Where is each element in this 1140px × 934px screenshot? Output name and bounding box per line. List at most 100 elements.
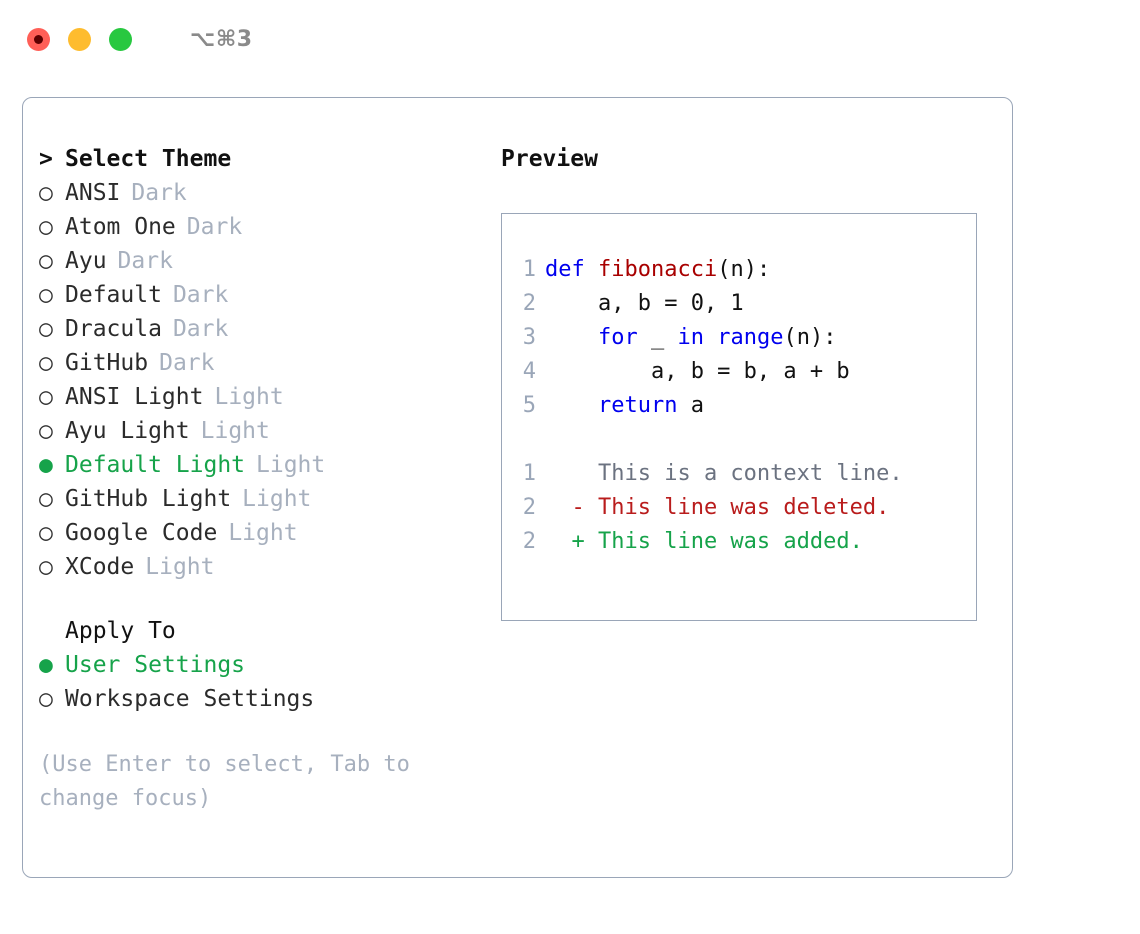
diff-line-text: This is a context line.: [545, 457, 903, 491]
radio-unselected-icon[interactable]: ○: [39, 180, 53, 206]
theme-category-badge: Dark: [131, 180, 187, 206]
preview-box: 1 def fibonacci(n): 2 a, b = 0, 1 3 for _ i…: [501, 213, 977, 621]
diff-line-number: 2: [522, 529, 536, 554]
diff-marker-add: +: [545, 529, 598, 554]
radio-selected-icon[interactable]: ●: [39, 652, 53, 678]
maximize-button[interactable]: [109, 27, 132, 51]
code-line-number: 3: [522, 325, 536, 350]
code-line-number: 5: [522, 393, 536, 418]
theme-category-badge: Light: [145, 554, 215, 580]
code-line-text: a, b = b, a + b: [545, 355, 850, 389]
code-line-text: def fibonacci(n):: [545, 253, 770, 287]
radio-selected-icon[interactable]: ●: [39, 452, 53, 478]
minimize-button[interactable]: [68, 27, 91, 51]
diff-line: 2 - This line was deleted.: [502, 491, 976, 525]
code-line: 4 a, b = b, a + b: [502, 355, 976, 389]
apply-to-list: ● User Settings ○ Workspace Settings: [39, 648, 501, 716]
diff-content: This line was added.: [597, 529, 863, 554]
theme-list-header: > Select Theme: [39, 142, 501, 176]
diff-content: This line was deleted.: [597, 495, 890, 520]
radio-unselected-icon[interactable]: ○: [39, 248, 53, 274]
code-token-plain: [545, 393, 598, 418]
theme-category-badge: Dark: [159, 350, 215, 376]
diff-line-number: 1: [522, 461, 536, 486]
code-token-plain: (n):: [717, 257, 771, 282]
diff-marker-ctx: [545, 461, 598, 486]
radio-unselected-icon[interactable]: ○: [39, 686, 53, 712]
theme-list-item[interactable]: ○ Dracula Dark: [39, 312, 501, 346]
radio-unselected-icon[interactable]: ○: [39, 520, 53, 546]
theme-category-badge: Dark: [172, 316, 229, 342]
code-line-number: 1: [522, 257, 536, 282]
theme-list-item[interactable]: ○ Ayu Light Light: [39, 414, 501, 448]
theme-list-item[interactable]: ○ Default Dark: [39, 278, 501, 312]
theme-list-item[interactable]: ○ GitHub Dark: [39, 346, 501, 380]
theme-category-badge: Light: [256, 452, 326, 478]
diff-line-number: 2: [522, 495, 536, 520]
theme-name: Ayu Light: [65, 418, 190, 444]
apply-to-label: Workspace Settings: [65, 686, 315, 712]
apply-to-item[interactable]: ● User Settings: [39, 648, 501, 682]
theme-name: ANSI Light: [65, 384, 204, 410]
radio-unselected-icon[interactable]: ○: [39, 282, 53, 308]
code-token-plain: (n):: [783, 325, 837, 350]
apply-to-label: User Settings: [65, 652, 246, 678]
radio-unselected-icon[interactable]: ○: [39, 486, 53, 512]
theme-category-badge: Dark: [186, 214, 243, 240]
title-bar: ⌥⌘3: [0, 0, 1140, 78]
code-line-number: 4: [522, 359, 536, 384]
code-token-builtin: range: [717, 325, 784, 350]
theme-category-badge: Light: [242, 486, 312, 512]
close-button[interactable]: [27, 27, 50, 51]
theme-list-item[interactable]: ○ ANSI Light Light: [39, 380, 501, 414]
code-token-kw: return: [597, 393, 678, 418]
diff-line-text: + This line was added.: [545, 525, 863, 559]
radio-unselected-icon[interactable]: ○: [39, 350, 53, 376]
theme-name: ANSI: [65, 180, 121, 206]
apply-to-header-label: Apply To: [65, 618, 176, 644]
theme-category-badge: Light: [214, 384, 284, 410]
theme-list-item[interactable]: ○ Ayu Dark: [39, 244, 501, 278]
radio-unselected-icon[interactable]: ○: [39, 316, 53, 342]
apply-to-item[interactable]: ○ Workspace Settings: [39, 682, 501, 716]
code-token-plain: a, b = b, a + b: [545, 359, 850, 384]
preview-title: Preview: [501, 146, 598, 172]
code-line-text: a, b = 0, 1: [545, 287, 744, 321]
code-token-kw: in: [677, 325, 704, 350]
theme-category-badge: Light: [200, 418, 270, 444]
code-line: 3 for _ in range(n):: [502, 321, 976, 355]
theme-name: Default: [65, 282, 162, 308]
theme-name: GitHub Light: [65, 486, 232, 512]
radio-unselected-icon[interactable]: ○: [39, 214, 53, 240]
radio-unselected-icon[interactable]: ○: [39, 384, 53, 410]
diff-line: 2 + This line was added.: [502, 525, 976, 559]
theme-list-item[interactable]: ○ GitHub Light Light: [39, 482, 501, 516]
radio-unselected-icon[interactable]: ○: [39, 554, 53, 580]
diff-content: This is a context line.: [597, 461, 903, 486]
theme-category-badge: Dark: [117, 248, 173, 274]
code-line: 5 return a: [502, 389, 976, 423]
theme-name: Ayu: [65, 248, 107, 274]
code-token-plain: [545, 325, 598, 350]
code-token-plain: a, b = 0, 1: [545, 291, 744, 316]
theme-name: GitHub: [65, 350, 149, 376]
apply-to-header: Apply To: [39, 614, 501, 648]
window-controls: [27, 27, 132, 51]
radio-unselected-icon[interactable]: ○: [39, 418, 53, 444]
theme-list-item[interactable]: ○ ANSI Dark: [39, 176, 501, 210]
code-token-plain: [704, 325, 717, 350]
apply-to-header-spacer: [39, 614, 65, 648]
theme-category-badge: Dark: [172, 282, 229, 308]
code-token-plain: _: [637, 325, 678, 350]
diff-line: 1 This is a context line.: [502, 457, 976, 491]
theme-list-header-label: Select Theme: [65, 146, 232, 172]
theme-name: Dracula: [65, 316, 162, 342]
